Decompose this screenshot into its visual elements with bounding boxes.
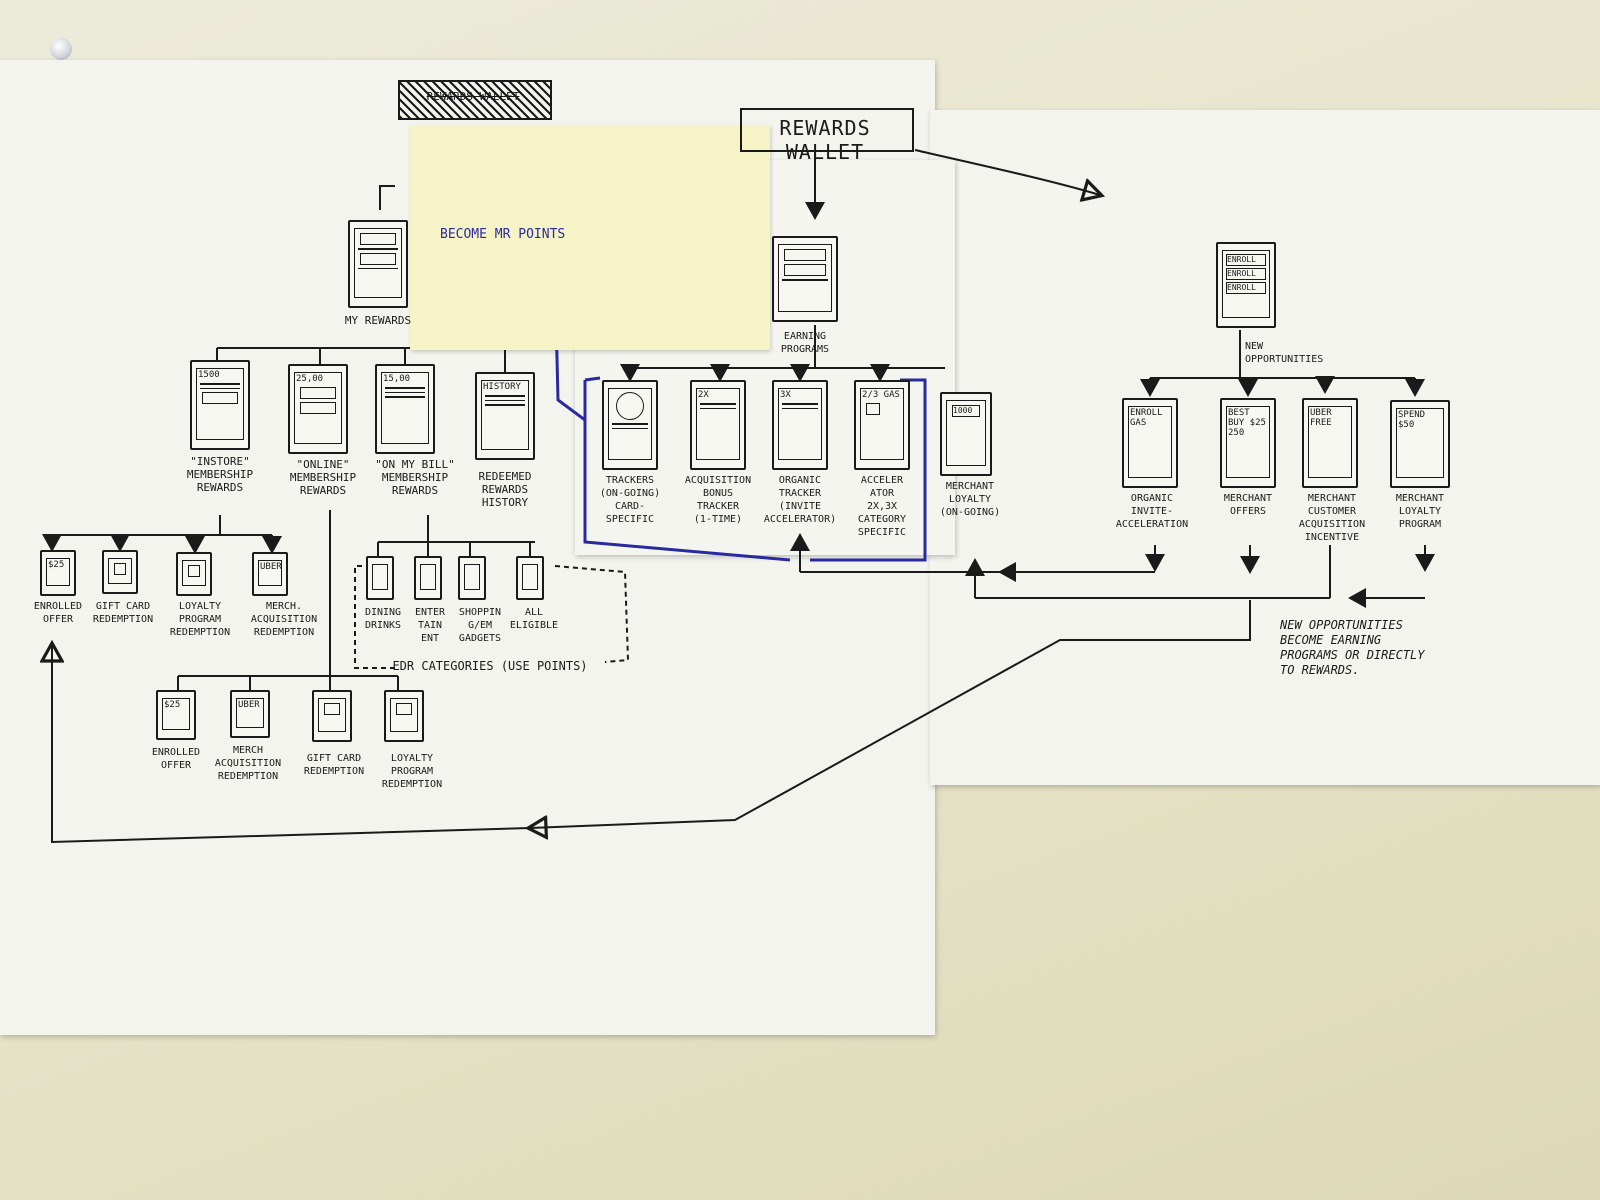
online-enrolled-offer-label: ENROLLED OFFER <box>151 747 201 771</box>
diagram-title: REWARDS WALLET <box>779 116 871 164</box>
online-loyalty-phone <box>384 690 424 742</box>
merchant-acquisition-label: MERCHANT CUSTOMER ACQUISITION INCENTIVE <box>1298 493 1366 543</box>
instore-enrolled-offer-phone: $25 <box>40 550 76 596</box>
edr-dining-label: DINING DRINKS <box>364 607 402 631</box>
online-gift-card-phone <box>312 690 352 742</box>
history-phone: HISTORY <box>475 372 535 460</box>
organic-tracker-label: ORGANIC TRACKER (INVITE ACCELERATOR) <box>763 475 837 525</box>
organic-tracker-phone: 3X <box>772 380 828 470</box>
organic-invite-phone: ENROLL GAS <box>1122 398 1178 488</box>
acquisition-bonus-label: ACQUISITION BONUS TRACKER (1-TIME) <box>684 475 752 525</box>
trackers-label: TRACKERS (ON-GOING) CARD- SPECIFIC <box>599 475 661 525</box>
instore-label: "INSTORE" MEMBERSHIP REWARDS <box>186 455 254 494</box>
merchant-loyalty-label: MERCHANT LOYALTY (ON-GOING) <box>939 481 1001 518</box>
online-loyalty-label: LOYALTY PROGRAM REDEMPTION <box>381 753 443 790</box>
earning-programs-label: EARNING PROGRAMS <box>780 331 830 355</box>
organic-invite-label: ORGANIC INVITE- ACCELERATION <box>1115 493 1189 530</box>
instore-merch-phone: UBER <box>252 552 288 596</box>
edr-shopping-label: SHOPPIN G/EM GADGETS <box>458 607 502 644</box>
acquisition-bonus-phone: 2X <box>690 380 746 470</box>
edr-dining-phone <box>366 556 394 600</box>
sticky-note-text: BECOME MR POINTS <box>440 227 566 242</box>
crossed-title-box <box>398 80 552 120</box>
instore-gift-card-label: GIFT CARD REDEMPTION <box>92 601 154 625</box>
history-label: REDEEMED REWARDS HISTORY <box>478 470 532 509</box>
new-opportunities-label: NEW OPPORTUNITIES <box>1245 341 1324 365</box>
accelerator-phone: 2/3 GAS <box>854 380 910 470</box>
edr-categories-label: EDR CATEGORIES (USE POINTS) <box>392 659 588 673</box>
merchant-loyalty-phone: 1000 <box>940 392 992 476</box>
new-opportunities-note: NEW OPPORTUNITIES BECOME EARNING PROGRAM… <box>1280 618 1425 677</box>
on-my-bill-phone: 15,00 <box>375 364 435 454</box>
edr-all-eligible-phone <box>516 556 544 600</box>
online-phone: 25,00 <box>288 364 348 454</box>
instore-loyalty-phone <box>176 552 212 596</box>
online-label: "ONLINE" MEMBERSHIP REWARDS <box>289 458 357 497</box>
instore-loyalty-label: LOYALTY PROGRAM REDEMPTION <box>169 601 231 638</box>
accelerator-label: ACCELER ATOR 2X,3X CATEGORY SPECIFIC <box>857 475 907 538</box>
instore-phone: 1500 <box>190 360 250 450</box>
instore-enrolled-offer-label: ENROLLED OFFER <box>33 601 83 625</box>
merchant-loyalty-program-label: MERCHANT LOYALTY PROGRAM <box>1395 493 1445 530</box>
merchant-offers-phone: BEST BUY $25 250 <box>1220 398 1276 488</box>
online-merch-label: MERCH ACQUISITION REDEMPTION <box>214 745 282 782</box>
instore-gift-card-phone <box>102 550 138 594</box>
crossed-title: REWARDS WALLET <box>426 90 520 103</box>
on-my-bill-label: "ON MY BILL" MEMBERSHIP REWARDS <box>375 458 455 497</box>
edr-all-eligible-label: ALL ELIGIBLE <box>509 607 559 631</box>
edr-shopping-phone <box>458 556 486 600</box>
push-pin-icon <box>50 38 72 60</box>
online-merch-phone: UBER <box>230 690 270 738</box>
online-enrolled-offer-phone: $25 <box>156 690 196 740</box>
trackers-phone <box>602 380 658 470</box>
instore-merch-label: MERCH. ACQUISITION REDEMPTION <box>250 601 318 638</box>
merchant-loyalty-program-phone: SPEND $50 <box>1390 400 1450 488</box>
my-rewards-label: MY REWARDS <box>344 314 412 327</box>
title-box <box>740 108 914 152</box>
merchant-acquisition-phone: UBER FREE <box>1302 398 1358 488</box>
my-rewards-phone <box>348 220 408 308</box>
sticky-note <box>410 125 770 350</box>
edr-entertainment-phone <box>414 556 442 600</box>
merchant-offers-label: MERCHANT OFFERS <box>1223 493 1273 517</box>
online-gift-card-label: GIFT CARD REDEMPTION <box>303 753 365 777</box>
edr-entertainment-label: ENTER TAIN ENT <box>414 607 446 644</box>
new-opportunities-phone: ENROLL ENROLL ENROLL <box>1216 242 1276 328</box>
earning-programs-phone <box>772 236 838 322</box>
